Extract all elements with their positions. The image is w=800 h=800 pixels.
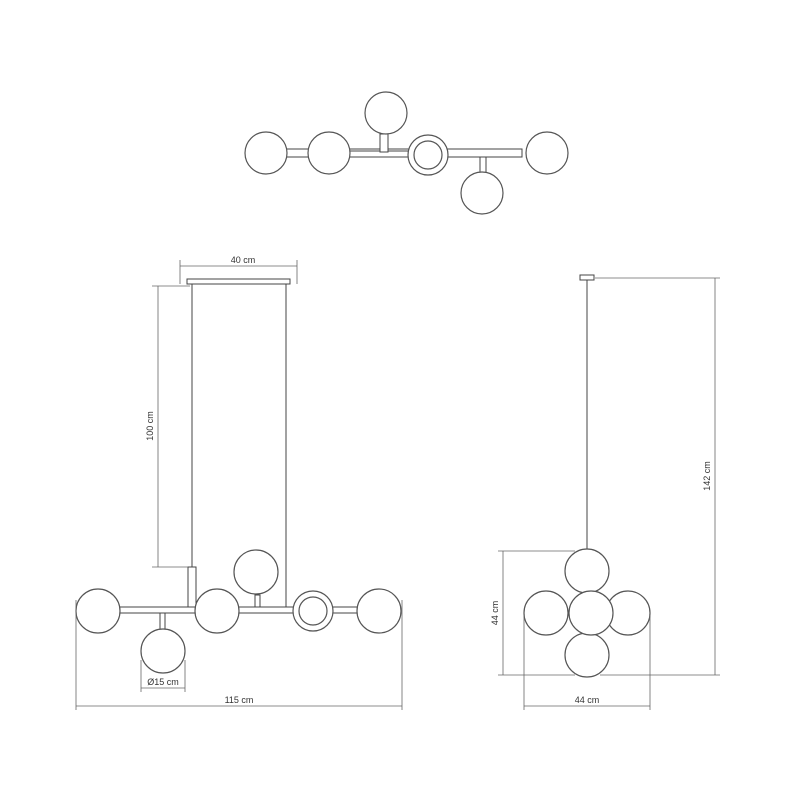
top-view-canopy-inner [413, 140, 443, 170]
top-view-globe-mid-left [307, 131, 351, 175]
top-view-globe-right [525, 131, 569, 175]
cable-length-label: 100 cm [145, 411, 155, 441]
side-globe-center [568, 590, 614, 636]
front-stem-down [159, 612, 166, 630]
side-globe-top [564, 548, 610, 594]
top-view [244, 91, 569, 215]
front-globe-top [233, 549, 279, 595]
front-width-label: 115 cm [225, 695, 254, 705]
side-view: 142 cm 44 cm 44 cm [490, 274, 720, 710]
side-globe-left [523, 590, 569, 636]
globe-diameter-label: Ø15 cm [147, 677, 179, 687]
total-height-label: 142 cm [702, 461, 712, 491]
side-width-label: 44 cm [575, 695, 600, 705]
top-view-globe-left [244, 131, 288, 175]
side-canopy [579, 274, 595, 281]
front-globe-right [356, 588, 402, 634]
front-canopy-ring-inner [298, 596, 328, 626]
front-canopy [186, 278, 291, 285]
top-view-stem-top [379, 133, 389, 153]
front-globe-bottom [140, 628, 186, 674]
front-view: 40 cm 100 cm Ø15 cm 115 cm [75, 255, 403, 710]
side-globe-bottom [564, 632, 610, 678]
front-rod-left [187, 566, 197, 608]
top-view-globe-top [364, 91, 408, 135]
canopy-width-label: 40 cm [231, 255, 256, 265]
front-globe-left [75, 588, 121, 634]
front-globe-mid-left [194, 588, 240, 634]
side-height-label: 44 cm [490, 601, 500, 626]
top-view-globe-bottom [460, 171, 504, 215]
front-stem-up [254, 594, 261, 608]
